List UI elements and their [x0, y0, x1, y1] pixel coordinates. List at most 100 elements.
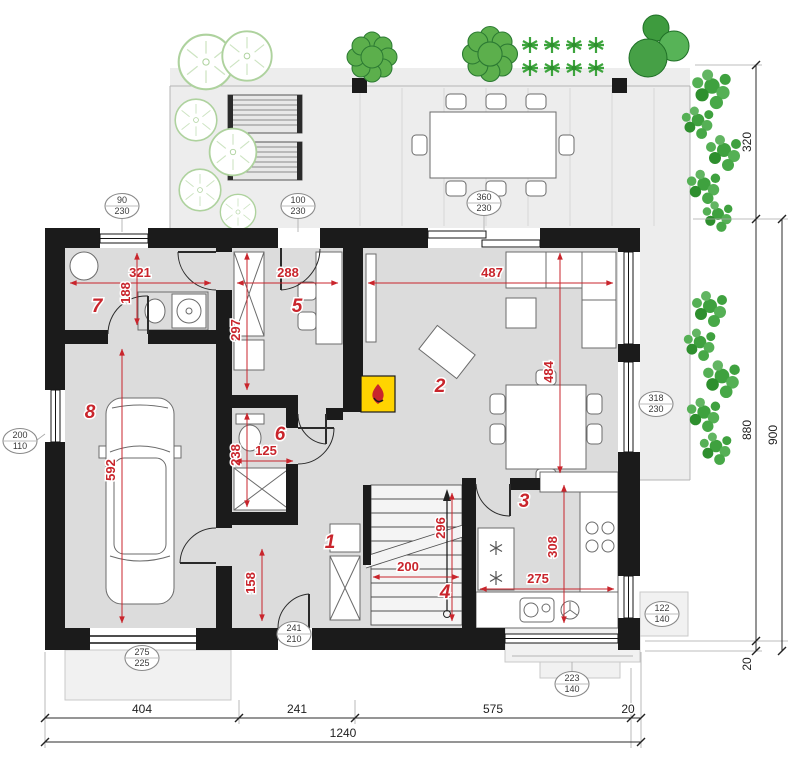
plant-icon	[586, 35, 606, 55]
utility-sink-icon	[144, 298, 166, 324]
plant-icon	[520, 35, 540, 55]
dim-125: 125	[255, 443, 277, 458]
callout-top: 90	[117, 195, 127, 205]
chain-seg-880: 880	[740, 420, 754, 440]
ivy-icon	[699, 432, 732, 465]
utility-room-7-fixtures	[69, 251, 209, 331]
kitchen-peninsula	[539, 471, 619, 493]
dim-188: 188	[118, 282, 133, 304]
room-number-8: 8	[85, 402, 96, 423]
dim-238: 238	[228, 444, 243, 466]
window-callouts: 90 230 100 230 360 230 318 230 200 110 2…	[2, 189, 680, 698]
ivy-icon	[703, 360, 740, 399]
callout-top: 200	[12, 430, 27, 440]
chair	[586, 423, 603, 445]
dim-592: 592	[103, 459, 118, 481]
window-glyph	[50, 389, 61, 443]
doors	[107, 248, 511, 629]
window-glyph	[623, 251, 634, 345]
kitchen-fixtures	[475, 471, 619, 629]
coffee-table	[418, 324, 476, 380]
window-glyph	[623, 575, 634, 619]
chair	[489, 393, 506, 415]
fan-icon	[560, 600, 580, 620]
ivy-icon	[692, 69, 731, 110]
chain-total-1240: 1240	[330, 726, 357, 740]
oval-callout: 318 230	[638, 390, 674, 418]
ivy-icon	[692, 291, 727, 327]
callout-bottom: 230	[648, 404, 663, 414]
window-glyph	[504, 633, 619, 644]
stove-burner	[601, 539, 615, 553]
callout-top: 318	[648, 393, 663, 403]
tree-icon	[461, 25, 519, 83]
boiler-icon	[69, 251, 99, 281]
room-number-5: 5	[292, 296, 303, 317]
door-entrance	[277, 593, 310, 629]
callout-top: 360	[476, 192, 491, 202]
dim-158: 158	[243, 572, 258, 594]
room-number-1: 1	[325, 532, 336, 553]
callout-bottom: 110	[13, 441, 27, 451]
callout-top: 275	[134, 647, 149, 657]
stove-burner	[585, 521, 599, 535]
stair-break	[366, 524, 466, 568]
callout-bottom: 140	[564, 684, 579, 694]
dim-288: 288	[277, 265, 299, 280]
window-glyph	[623, 361, 634, 453]
chain-seg-404: 404	[132, 702, 152, 716]
callout-bottom: 210	[286, 634, 301, 644]
fireplace-icon	[360, 375, 396, 413]
oval-callout: 100 230	[280, 192, 316, 232]
oval-callout: 90 230	[104, 192, 140, 232]
chain-seg-575: 575	[483, 702, 503, 716]
chain-seg-241: 241	[287, 702, 307, 716]
door-room7-garage	[107, 295, 149, 335]
tree-icon	[628, 38, 668, 78]
ivy-icon	[686, 397, 721, 432]
plant-icon	[564, 35, 584, 55]
plant-icon	[542, 35, 562, 55]
shrub-icon	[178, 168, 222, 212]
room-number-2: 2	[434, 376, 446, 397]
chain-seg-20: 20	[621, 702, 635, 716]
dim-487: 487	[481, 265, 503, 280]
hall-closet	[329, 523, 361, 621]
terrace-post	[352, 78, 367, 93]
chair	[535, 369, 557, 386]
tv-bench	[365, 253, 377, 343]
tree-icon	[346, 31, 398, 83]
windows	[50, 230, 634, 644]
stove-burner	[601, 521, 615, 535]
dim-321: 321	[129, 265, 151, 280]
sliding-door-glyph	[427, 230, 541, 248]
room-numbers: 1 2 3 4 5 6 7 8	[83, 295, 531, 605]
callout-bottom: 140	[654, 614, 669, 624]
room-number-4: 4	[439, 582, 451, 603]
callout-bottom: 230	[290, 206, 305, 216]
oval-callout: 122 140	[644, 600, 680, 628]
ivy-icon	[686, 169, 721, 204]
shrub-icon	[174, 98, 218, 142]
chair	[489, 423, 506, 445]
room-number-6: 6	[275, 424, 286, 445]
chair	[297, 311, 317, 331]
dim-308: 308	[545, 536, 560, 558]
callout-bottom: 230	[476, 203, 491, 213]
toilet-tank	[235, 413, 265, 425]
callout-top: 241	[286, 623, 301, 633]
callout-top: 223	[564, 673, 579, 683]
garden-plants	[174, 14, 741, 465]
callout-top: 122	[654, 603, 669, 613]
stairs	[365, 484, 467, 626]
door-bathroom	[297, 427, 335, 465]
garage-door-glyph	[90, 635, 196, 644]
dim-296: 296	[433, 517, 448, 539]
car-mirror	[173, 445, 182, 459]
door-room7	[177, 251, 217, 291]
dim-297: 297	[228, 319, 243, 341]
shrub-icon	[208, 127, 258, 177]
oval-callout: 241 210	[276, 620, 312, 648]
